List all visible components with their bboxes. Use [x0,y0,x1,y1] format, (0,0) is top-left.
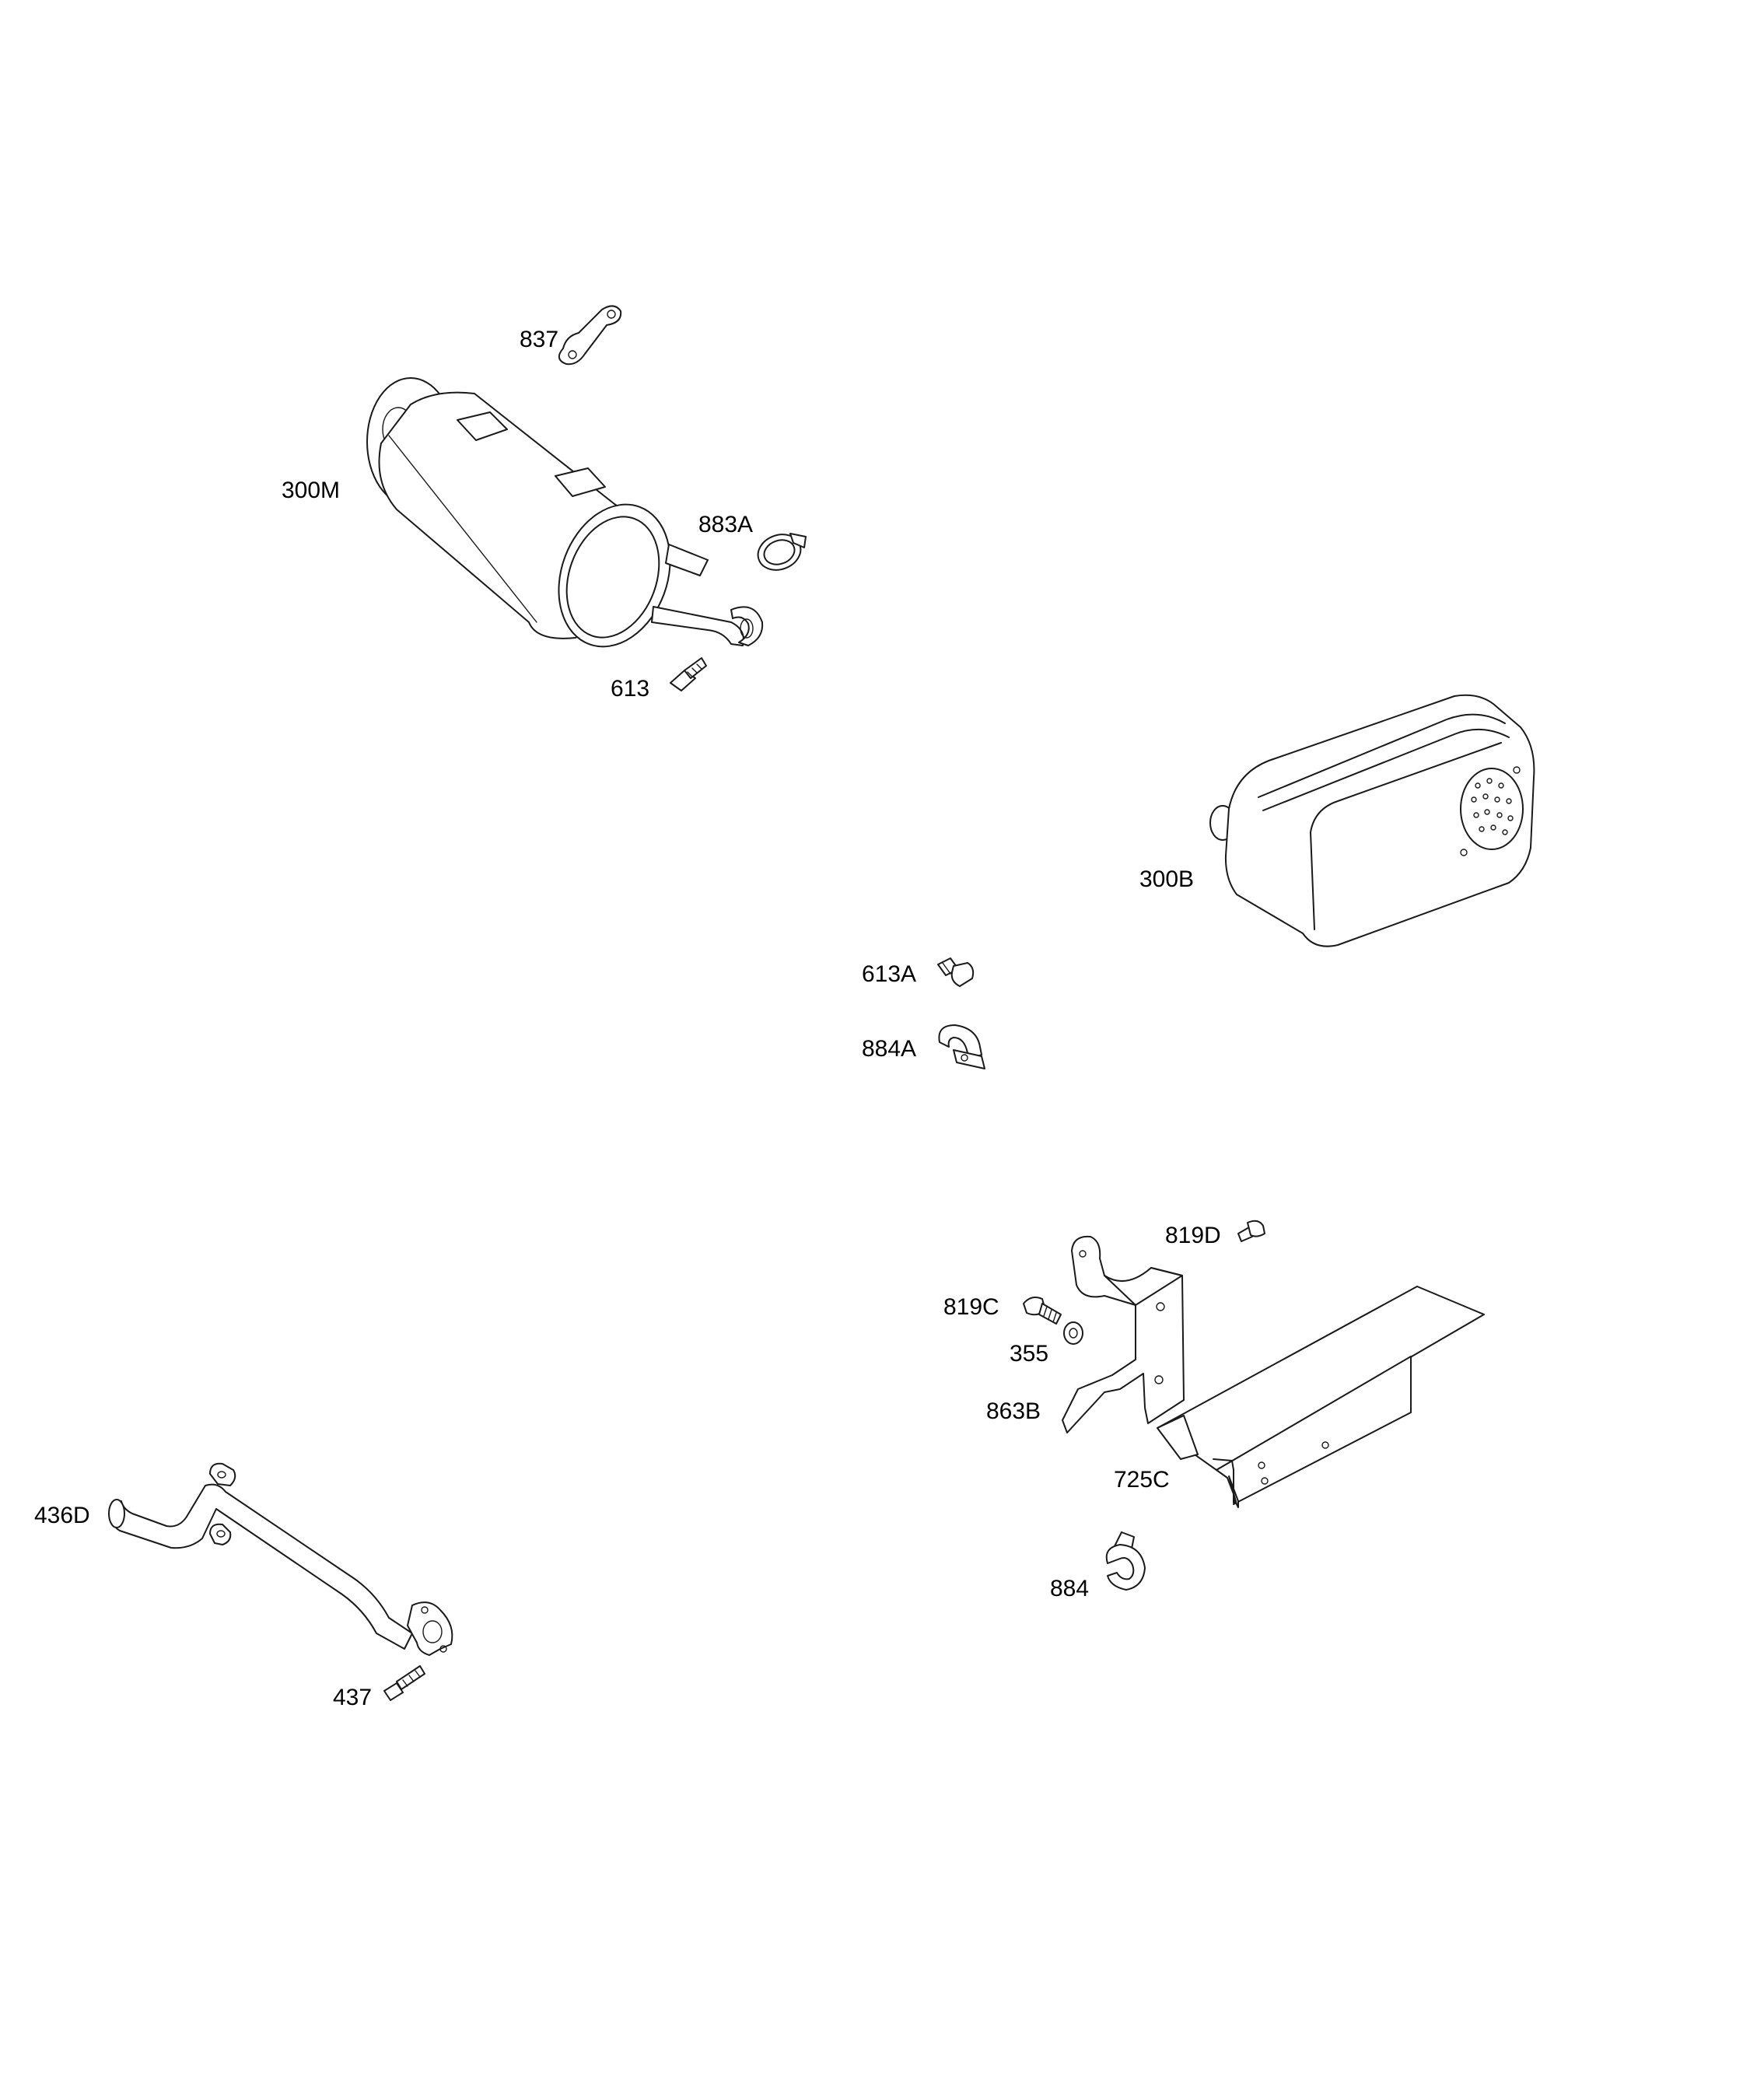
label-300M: 300M [282,478,340,503]
part-437-screw-drawing [383,1665,425,1701]
part-613A-screw-drawing [937,957,975,987]
part-819D-screw-drawing [1237,1220,1265,1242]
part-300B-muffler-drawing [1209,694,1535,947]
label-613A: 613A [862,961,916,987]
label-355: 355 [1010,1341,1048,1367]
part-725C-heat-shield-drawing [1157,1286,1485,1508]
label-819D: 819D [1165,1223,1221,1248]
label-884A: 884A [862,1036,916,1062]
label-437: 437 [333,1685,372,1710]
part-300M-muffler-drawing [366,377,764,648]
part-884A-clamp-drawing [938,1024,985,1069]
part-884-clamp-drawing [1105,1531,1146,1591]
part-837-gasket-drawing [558,305,622,366]
label-819C: 819C [943,1294,999,1320]
label-300B: 300B [1139,866,1194,892]
label-436D: 436D [34,1503,90,1528]
part-819C-screw-drawing [1023,1297,1062,1325]
part-883A-clamp-ring-drawing [757,533,807,571]
part-613-screw-drawing [670,657,707,691]
part-355-washer-drawing [1063,1321,1083,1345]
label-884: 884 [1050,1576,1089,1601]
label-863B: 863B [986,1398,1041,1424]
label-725C: 725C [1114,1467,1170,1493]
label-837: 837 [520,327,558,352]
part-436D-exhaust-pipe-drawing [108,1462,453,1656]
label-883A: 883A [698,512,753,537]
part-863B-bracket-drawing [1062,1235,1185,1433]
label-613: 613 [611,676,649,702]
